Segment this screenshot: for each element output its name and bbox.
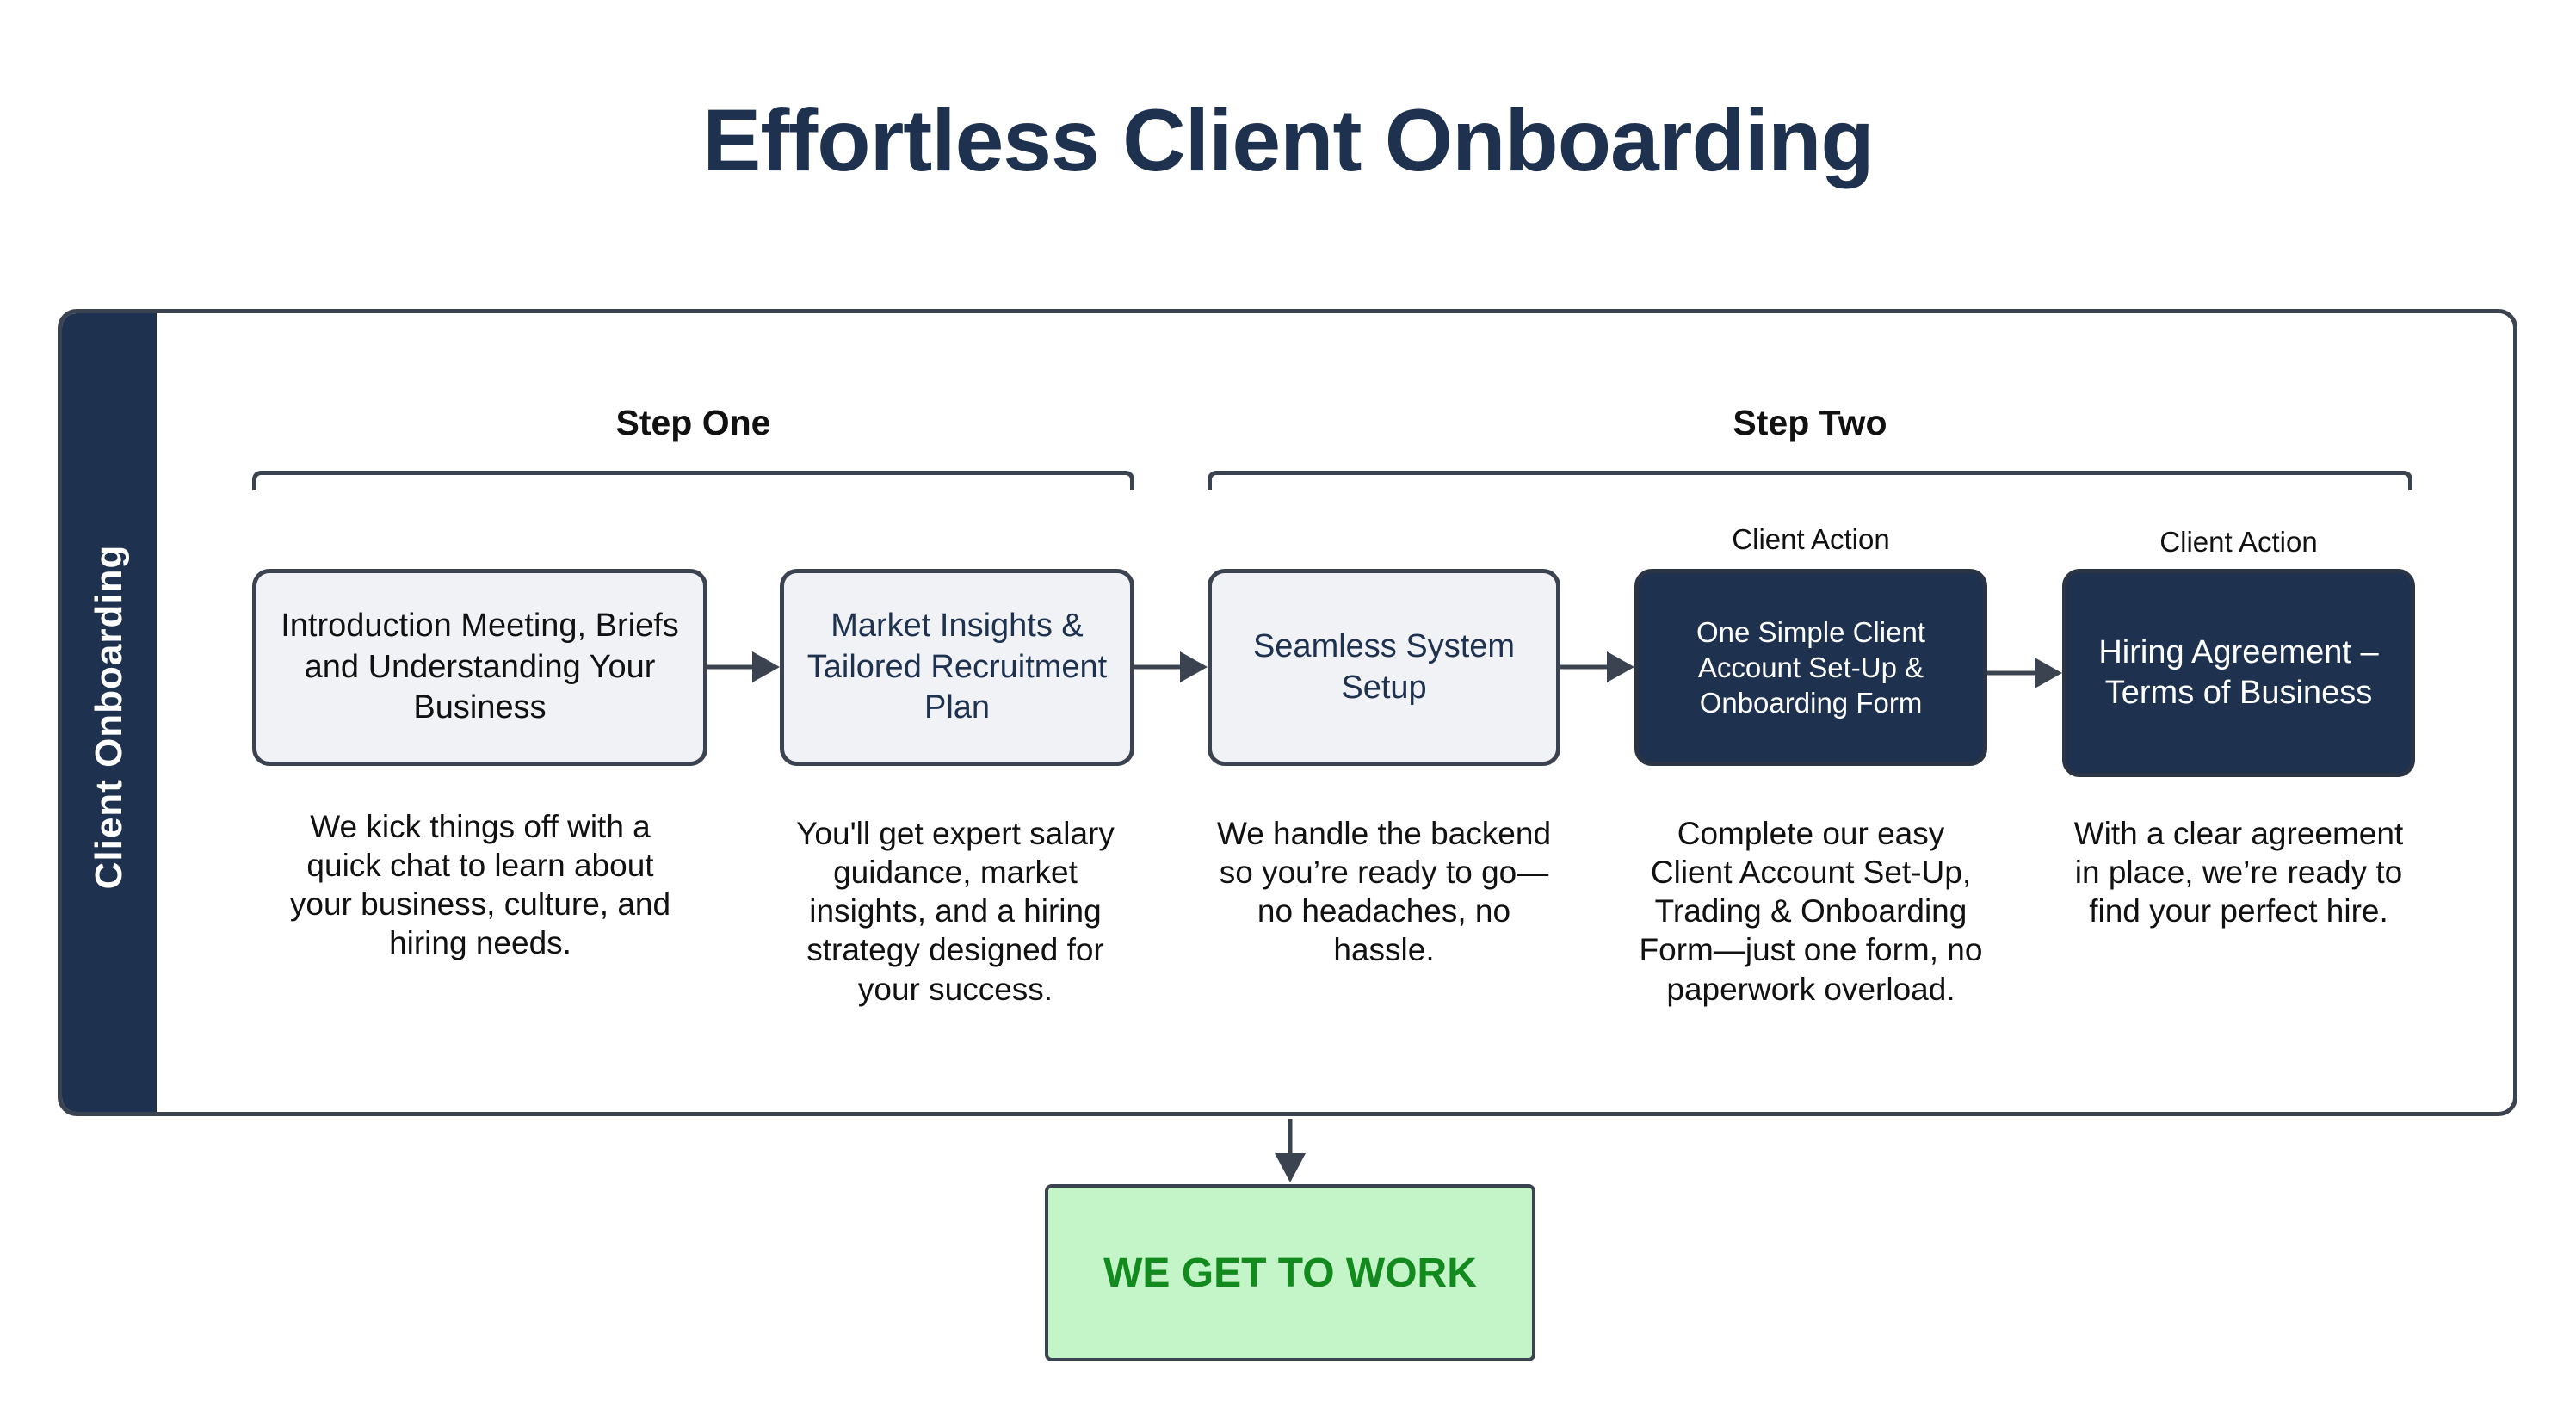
page-title: Effortless Client Onboarding [702,91,1874,189]
stage-description: We kick things off with a quick chat to … [289,809,671,961]
we-get-to-work-box: WE GET TO WORK [1045,1184,1535,1361]
step-one-heading: Step One [615,403,771,442]
stage-box-hiring-agreement: Hiring Agreement – Terms of Business [2062,569,2415,777]
step-two-heading: Step Two [1733,403,1887,442]
stage-box-introduction: Introduction Meeting, Briefs and Underst… [252,569,707,766]
client-action-label: Client Action [2159,526,2318,558]
arrow-down-head [1275,1153,1306,1182]
stage-title: Introduction Meeting, Briefs and Underst… [281,608,679,726]
step-one-bracket [252,471,1134,490]
stage-title: Market Insights & Tailored Recruitment P… [806,608,1108,726]
stage-box-account-setup: One Simple Client Account Set-Up & Onboa… [1634,569,1987,766]
stage-title: Hiring Agreement – Terms of Business [2098,633,2379,712]
stage-box-system-setup: Seamless System Setup [1208,569,1560,766]
stage-description: With a clear agreement in place, we’re r… [2073,816,2404,929]
stage-description: Complete our easy Client Account Set-Up,… [1639,816,1983,1007]
sidebar-label: Client Onboarding [88,544,130,890]
client-action-label: Client Action [1732,523,1890,555]
stage-box-market-insights: Market Insights & Tailored Recruitment P… [780,569,1134,766]
stage-title: Seamless System Setup [1252,628,1516,706]
sidebar-band [62,313,157,1112]
step-two-bracket [1208,471,2412,490]
cta-label: WE GET TO WORK [1103,1250,1477,1296]
stage-description: We handle the backend so you’re ready to… [1216,816,1552,968]
stage-description: You'll get expert salary guidance, marke… [796,816,1115,1007]
stage-title: One Simple Client Account Set-Up & Onboa… [1696,615,1925,719]
